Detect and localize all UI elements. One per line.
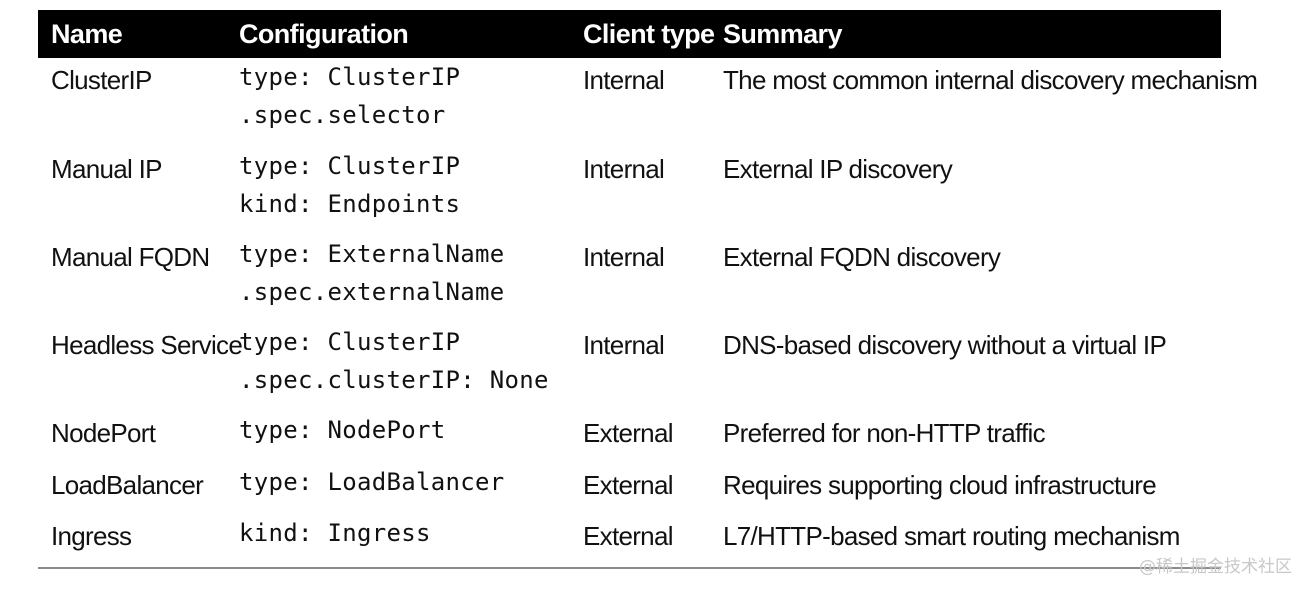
row-summary: L7/HTTP-based smart routing mechanism [723,521,1180,551]
row-client-type: Internal [583,242,665,272]
config-line: .spec.selector [239,101,446,129]
table-header: Name Configuration Client type Summary [38,10,1221,58]
header-client-type: Client type [583,19,715,49]
row-name: ClusterIP [51,65,152,95]
config-line: .spec.externalName [239,278,505,306]
header-summary: Summary [723,19,842,49]
config-line: type: ClusterIP [239,152,461,180]
row-summary: Preferred for non-HTTP traffic [723,418,1046,448]
config-line: type: ClusterIP [239,328,461,356]
row-configuration: type: ClusterIP .spec.selector [239,58,460,134]
row-configuration: type: LoadBalancer [239,463,505,501]
row-client-type: External [583,418,673,448]
table-row: Ingress kind: Ingress External L7/HTTP-b… [38,514,1221,566]
row-name: NodePort [51,418,156,448]
table-bottom-rule [38,567,1221,569]
row-summary: DNS-based discovery without a virtual IP [723,330,1167,360]
row-client-type: Internal [583,330,665,360]
table-row: Headless Service type: ClusterIP .spec.c… [38,323,1221,411]
row-configuration: type: ClusterIP .spec.clusterIP: None [239,323,549,399]
table-row: Manual IP type: ClusterIP kind: Endpoint… [38,147,1221,235]
config-line: .spec.clusterIP: None [239,366,549,394]
row-configuration: kind: Ingress [239,514,431,552]
row-client-type: Internal [583,154,665,184]
row-client-type: Internal [583,65,665,95]
row-client-type: External [583,521,673,551]
table-row: Manual FQDN type: ExternalName .spec.ext… [38,235,1221,323]
row-client-type: External [583,470,673,500]
watermark: @稀土掘金技术社区 [1139,557,1292,577]
table-row: LoadBalancer type: LoadBalancer External… [38,463,1221,514]
row-configuration: type: ExternalName .spec.externalName [239,235,505,311]
row-summary: External IP discovery [723,154,953,184]
table-row: ClusterIP type: ClusterIP .spec.selector… [38,58,1258,147]
table-row: NodePort type: NodePort External Preferr… [38,411,1221,463]
table-body: ClusterIP type: ClusterIP .spec.selector… [38,58,1258,566]
row-summary: The most common internal discovery mecha… [723,65,1258,95]
row-name: Headless Service [51,330,243,360]
service-discovery-table: Name Configuration Client type Summary C… [38,10,1258,566]
row-summary: External FQDN discovery [723,242,1001,272]
config-line: type: LoadBalancer [239,468,505,496]
row-name: LoadBalancer [51,470,204,500]
row-configuration: type: NodePort [239,411,446,449]
row-name: Manual IP [51,154,162,184]
config-line: type: ExternalName [239,240,505,268]
config-line: kind: Ingress [239,519,431,547]
header-name: Name [51,19,123,49]
row-configuration: type: ClusterIP kind: Endpoints [239,147,460,223]
row-name: Ingress [51,521,132,551]
header-configuration: Configuration [239,19,409,49]
row-name: Manual FQDN [51,242,210,272]
config-line: type: NodePort [239,416,446,444]
config-line: type: ClusterIP [239,63,461,91]
config-line: kind: Endpoints [239,190,461,218]
row-summary: Requires supporting cloud infrastructure [723,470,1157,500]
